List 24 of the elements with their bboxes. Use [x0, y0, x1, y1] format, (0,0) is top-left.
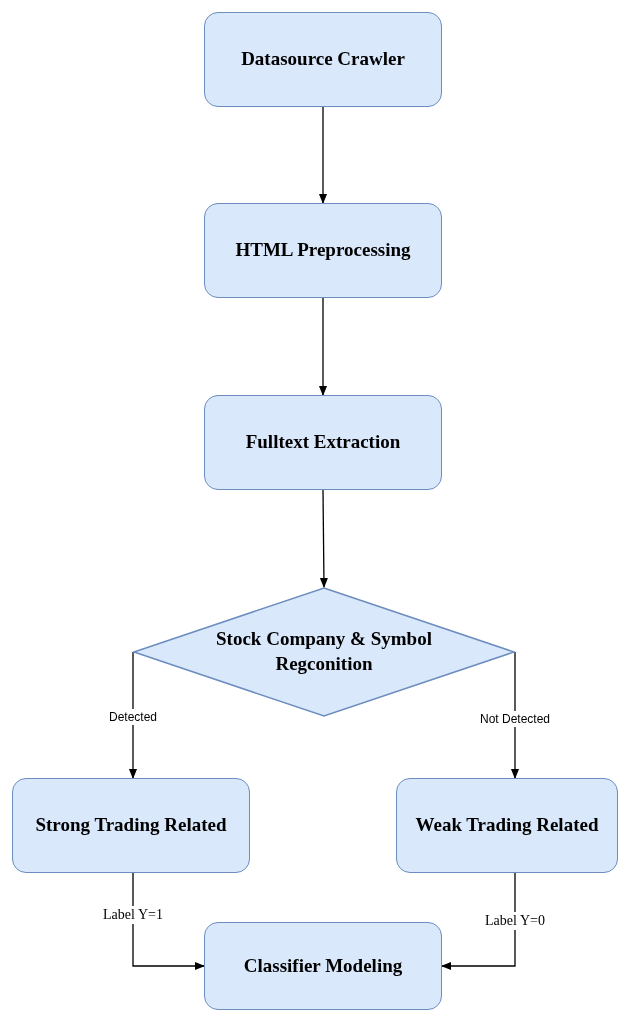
node-text: Fulltext Extraction — [245, 430, 401, 455]
node-text: HTML Preprocessing — [235, 238, 411, 263]
process-box — [396, 778, 618, 873]
process-box — [204, 922, 442, 1010]
edge-label: Label Y=0 — [483, 912, 547, 930]
node-text: Classifier Modeling — [243, 953, 403, 978]
process-box — [204, 12, 442, 107]
node-text: Strong Trading Related — [35, 813, 227, 838]
edge-label: Not Detected — [478, 711, 552, 727]
node-text: Datasource Crawler — [241, 47, 405, 72]
node-text: Weak Trading Related — [415, 813, 599, 838]
arrow — [128, 651, 138, 780]
process-box — [204, 203, 442, 298]
arrow — [318, 297, 328, 397]
process-box — [204, 395, 442, 490]
arrow — [132, 872, 206, 971]
process-box — [12, 778, 250, 873]
arrow — [318, 106, 328, 205]
arrow — [319, 489, 329, 589]
arrow — [510, 651, 520, 780]
arrow — [440, 872, 516, 971]
node-text: Stock Company & Symbol Regconition — [215, 627, 433, 676]
edge-label: Detected — [107, 709, 159, 725]
edge-label: Label Y=1 — [101, 906, 165, 924]
